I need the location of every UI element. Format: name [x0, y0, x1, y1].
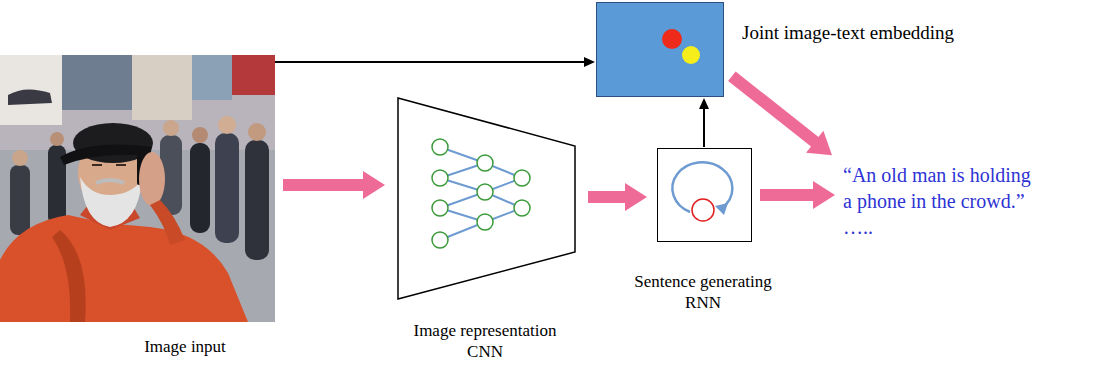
- red-jacket: [0, 215, 248, 322]
- ellipsis: …..: [843, 214, 1038, 240]
- photo-ground: [0, 55, 275, 322]
- cnn-units: [432, 139, 530, 248]
- crowd-head: [218, 116, 236, 134]
- arrow-shape: [760, 181, 835, 209]
- rnn-box: Sentence generating RNN: [657, 148, 752, 242]
- arrow-shape: [728, 72, 832, 156]
- crowd-head: [50, 132, 64, 146]
- building: [132, 55, 192, 120]
- building: [62, 55, 132, 110]
- image-input: Image input: [0, 55, 275, 322]
- node-label: Image representation CNN: [403, 320, 568, 362]
- hidden-state: [692, 199, 714, 221]
- man: [0, 123, 248, 322]
- crowd-head: [163, 120, 179, 136]
- text-point: [682, 46, 700, 64]
- jacket-shade: [52, 230, 86, 322]
- flow-arrow: [283, 171, 385, 199]
- node-label: Sentence generating RNN: [623, 271, 783, 313]
- billboard-shoe: [8, 89, 52, 105]
- beard: [80, 177, 142, 227]
- moustache: [96, 180, 124, 183]
- arrow-shape: [699, 98, 709, 147]
- image-point: [662, 29, 682, 49]
- output-sentence: “An old man is holding a phone in the cr…: [843, 162, 1040, 240]
- network-unit: [477, 155, 493, 171]
- network-unit: [514, 200, 530, 216]
- crowd-head: [248, 123, 266, 141]
- embedding-fill: [596, 2, 724, 97]
- billboard: [0, 55, 62, 125]
- crowd-head: [12, 150, 28, 166]
- trapezoid-shape: [398, 98, 575, 299]
- recurrent-arrowhead: [715, 203, 728, 215]
- network-unit: [477, 214, 493, 230]
- connector-arrow: [275, 57, 595, 67]
- connector-arrow: [699, 98, 709, 147]
- crowd-person: [190, 143, 210, 233]
- cnn-network: [440, 147, 522, 240]
- embedding-space: [596, 2, 724, 97]
- crowd-head: [192, 127, 208, 143]
- arrow-shape: [275, 57, 595, 67]
- building: [192, 55, 232, 100]
- hand: [139, 152, 165, 206]
- flow-arrow: [588, 183, 647, 211]
- crowd-person: [215, 133, 239, 243]
- node-label: Joint image-text embedding: [742, 21, 954, 44]
- flow-arrow: [760, 181, 835, 209]
- crowd-person: [245, 140, 269, 260]
- network-unit: [477, 184, 493, 200]
- flow-arrow: [728, 72, 832, 156]
- caption-sentence: “An old man is holding a phone in the cr…: [843, 162, 1038, 214]
- crowd-person: [10, 165, 30, 235]
- embedding-box: Joint image-text embedding: [596, 2, 724, 97]
- network-unit: [432, 170, 448, 186]
- street-sign: [232, 55, 275, 95]
- node-label: Image input: [85, 336, 285, 357]
- trapezoid-outline: [397, 97, 576, 300]
- network-unit: [432, 200, 448, 216]
- network-unit: [514, 170, 530, 186]
- photo: [0, 55, 275, 322]
- network-unit: [432, 232, 448, 248]
- rnn-loop: [672, 162, 732, 221]
- sleeve: [150, 200, 185, 245]
- arrow-shape: [588, 183, 647, 211]
- network-unit: [432, 139, 448, 155]
- eyes: [92, 164, 126, 166]
- cnn-trapezoid: Image representation CNN: [397, 97, 576, 300]
- arrow-shape: [283, 171, 385, 199]
